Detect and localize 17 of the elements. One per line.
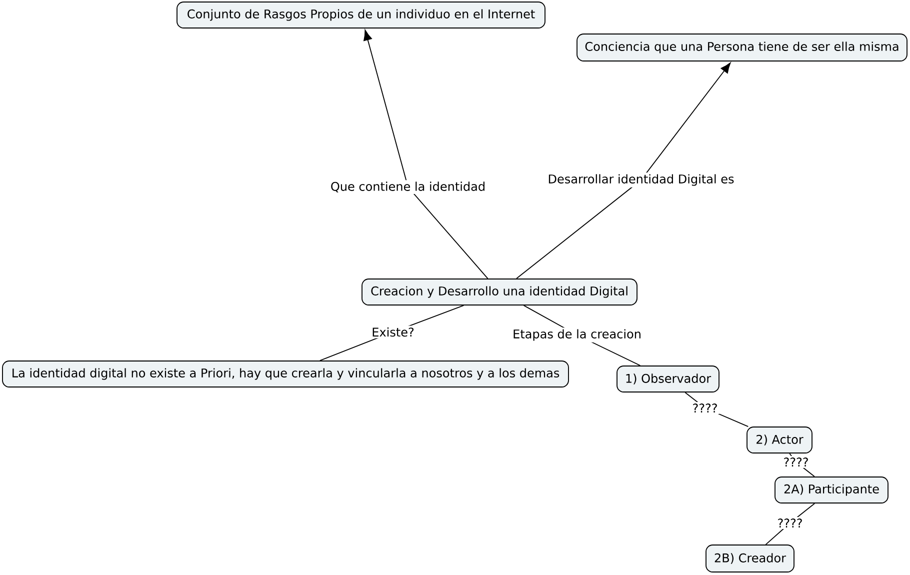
concept-box: 1) Observador xyxy=(616,366,720,392)
edge-label: ???? xyxy=(776,516,804,530)
edge-label: ???? xyxy=(690,402,720,414)
connector xyxy=(364,30,488,279)
concept-box: La identidad digital no existe a Priori, hay que crearla y vincularla a nosotros y a los demas xyxy=(2,360,569,388)
connector xyxy=(516,62,731,279)
concept-box: 2A) Participante xyxy=(774,476,888,504)
edge-label: Desarrollar identidad Digital es xyxy=(546,172,736,188)
edge-label: Que contiene la identidad xyxy=(328,180,488,194)
concept-box: 2B) Creador xyxy=(706,544,794,572)
concept-box: Creacion y Desarrollo una identidad Digital xyxy=(362,278,638,306)
edge-label: Existe? xyxy=(370,326,416,338)
edge-label: Etapas de la creacion xyxy=(510,328,644,342)
concept-box: Conjunto de Rasgos Propios de un individuo en el Internet xyxy=(176,2,546,28)
concept-box: Conciencia que una Persona tiene de ser ella misma xyxy=(576,34,908,62)
concept-box: 2) Actor xyxy=(746,426,812,454)
edge-label: ???? xyxy=(782,456,810,468)
